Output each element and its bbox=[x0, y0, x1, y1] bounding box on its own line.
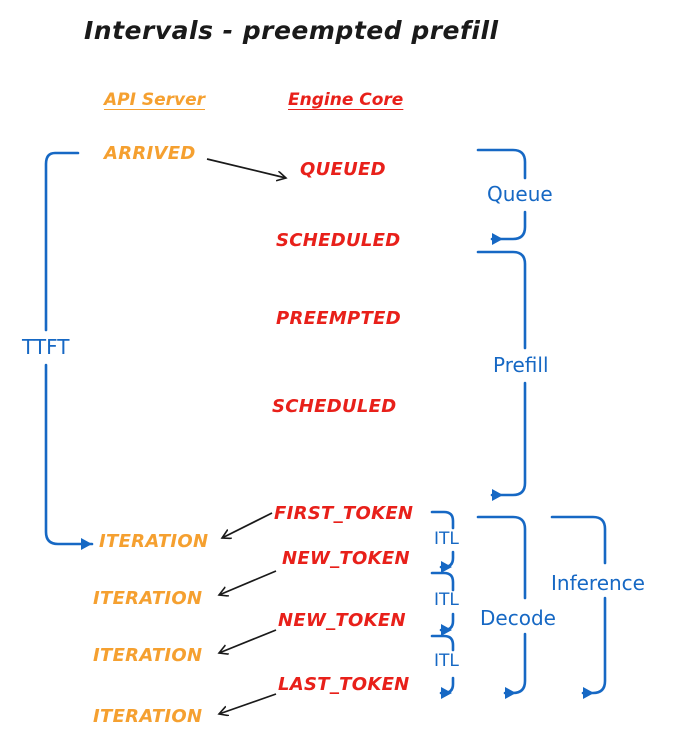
event-first-token: FIRST_TOKEN bbox=[274, 503, 414, 524]
arrived-to-queued-arrow bbox=[206, 158, 286, 178]
interval-label-prefill: Prefill bbox=[493, 353, 549, 377]
prefill-bracket bbox=[476, 250, 527, 501]
interval-label-decode: Decode bbox=[480, 606, 556, 630]
last-token-to-iteration-arrow bbox=[219, 693, 277, 714]
page-title: Intervals - preempted prefill bbox=[84, 16, 499, 45]
event-iteration-4: ITERATION bbox=[93, 706, 203, 727]
column-header-engine-core: Engine Core bbox=[288, 90, 404, 110]
inference-bracket bbox=[550, 515, 607, 699]
event-preempted: PREEMPTED bbox=[276, 308, 401, 329]
itl-bracket-2 bbox=[430, 571, 455, 636]
event-iteration-1: ITERATION bbox=[99, 531, 209, 552]
event-queued: QUEUED bbox=[300, 159, 386, 180]
interval-label-queue: Queue bbox=[487, 182, 553, 206]
event-scheduled-1: SCHEDULED bbox=[276, 230, 401, 251]
decode-bracket bbox=[476, 515, 527, 699]
event-new-token-1: NEW_TOKEN bbox=[282, 548, 410, 569]
first-token-to-iteration-arrow bbox=[222, 512, 273, 538]
queue-bracket bbox=[476, 148, 527, 245]
itl-bracket-1 bbox=[430, 510, 455, 573]
event-arrived: ARRIVED bbox=[104, 143, 196, 164]
new-token-to-iteration-arrow-2 bbox=[219, 629, 277, 653]
interval-label-itl-3: ITL bbox=[434, 651, 459, 671]
interval-label-ttft: TTFT bbox=[22, 335, 70, 359]
itl-bracket-3 bbox=[430, 634, 455, 699]
interval-label-itl-1: ITL bbox=[434, 529, 459, 549]
event-new-token-2: NEW_TOKEN bbox=[278, 610, 406, 631]
interval-label-itl-2: ITL bbox=[434, 590, 459, 610]
event-iteration-2: ITERATION bbox=[93, 588, 203, 609]
event-scheduled-2: SCHEDULED bbox=[272, 396, 397, 417]
event-last-token: LAST_TOKEN bbox=[278, 674, 410, 695]
new-token-to-iteration-arrow-1 bbox=[219, 570, 277, 595]
column-header-api-server: API Server bbox=[104, 90, 206, 110]
event-iteration-3: ITERATION bbox=[93, 645, 203, 666]
ttft-bracket bbox=[44, 151, 94, 550]
interval-label-inference: Inference bbox=[551, 571, 645, 595]
